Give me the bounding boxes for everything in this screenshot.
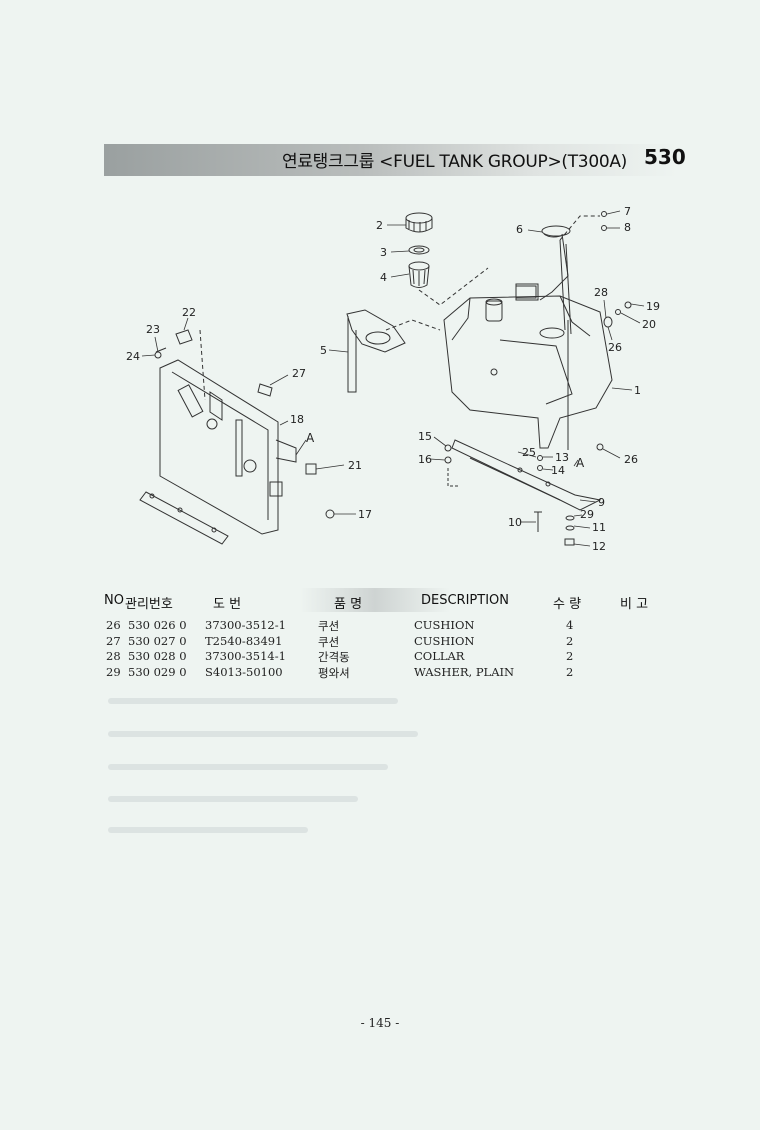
- cell-no: 27: [106, 633, 121, 648]
- cell-qty: 2: [566, 633, 574, 648]
- callout-28: 28: [594, 286, 608, 299]
- callout-24: 24: [126, 350, 140, 363]
- cell-qty: 2: [566, 649, 574, 663]
- tank-bracket-part: [451, 439, 602, 511]
- callout-25: 25: [522, 446, 536, 459]
- callout-8: 8: [624, 221, 631, 234]
- callout-20: 20: [642, 318, 656, 331]
- cell-korean-name: 간격동: [318, 650, 350, 664]
- exploded-parts-diagram: 2 3 4 5 6 7 8 1 9 10 11 12 13 14 15 16 1…: [126, 205, 660, 553]
- mounting-frame-part: [159, 359, 297, 535]
- cell-mgmt: 530 026 0: [128, 618, 187, 632]
- cell-part-number: 37300-3512-1: [205, 618, 286, 632]
- clamp-part: [305, 463, 317, 475]
- callout-12: 12: [592, 540, 606, 553]
- col-description-header: DESCRIPTION: [421, 593, 509, 608]
- callout-19: 19: [646, 300, 660, 313]
- callout-26b: 26: [608, 341, 622, 354]
- callout-17: 17: [358, 508, 372, 521]
- faded-print-line: [108, 731, 418, 737]
- cell-description: CUSHION: [414, 618, 475, 632]
- fuel-cap-part: [405, 212, 433, 233]
- cell-mgmt: 530 028 0: [128, 649, 187, 663]
- callout-4: 4: [380, 271, 387, 284]
- callout-2: 2: [376, 219, 383, 232]
- callout-29: 29: [580, 508, 594, 521]
- cell-qty: 4: [566, 618, 574, 632]
- callout-6: 6: [516, 223, 523, 236]
- gasket-part: [408, 245, 430, 255]
- col-no-header: NO: [104, 593, 124, 608]
- col-name-header: 품 명: [334, 597, 363, 612]
- cell-korean-name: 쿠션: [318, 634, 340, 649]
- cell-part-number: 37300-3514-1: [205, 649, 286, 663]
- header-shade: [300, 588, 450, 612]
- filler-neck-part: [346, 309, 406, 393]
- page-number: - 145 -: [360, 1016, 400, 1030]
- callout-5: 5: [320, 344, 327, 357]
- col-mgmt-header: 관리번호: [125, 597, 173, 612]
- cell-mgmt: 530 029 0: [128, 664, 187, 679]
- fuel-tank-part: [443, 283, 613, 450]
- callout-22: 22: [182, 306, 196, 319]
- faded-print-line: [108, 796, 358, 802]
- cell-no: 26: [106, 618, 121, 632]
- cell-description: CUSHION: [414, 633, 475, 648]
- cell-mgmt: 530 027 0: [128, 633, 187, 648]
- section-mark-a: A: [576, 456, 585, 470]
- faded-print-line: [108, 764, 388, 770]
- cell-no: 28: [106, 649, 121, 663]
- col-remark-header: 비 고: [620, 597, 649, 612]
- callout-15: 15: [418, 430, 432, 443]
- section-mark-a: A: [306, 431, 315, 445]
- col-drawing-header: 도 번: [213, 597, 242, 612]
- faded-print-line: [108, 827, 308, 833]
- strainer-part: [408, 261, 430, 288]
- group-code: 530: [644, 145, 686, 169]
- cell-description: COLLAR: [414, 649, 465, 663]
- cell-qty: 2: [566, 664, 574, 679]
- callout-23: 23: [146, 323, 160, 336]
- callout-16: 16: [418, 453, 432, 466]
- cell-description: WASHER, PLAIN: [414, 664, 515, 679]
- cell-part-number: T2540-83491: [205, 633, 283, 648]
- page-title: 연료탱크그룹 <FUEL TANK GROUP>(T300A): [282, 152, 628, 172]
- callout-9: 9: [598, 496, 605, 509]
- callout-27: 27: [292, 367, 306, 380]
- col-qty-header: 수 량: [553, 597, 582, 612]
- cell-korean-name: 평와셔: [318, 665, 350, 680]
- callout-11: 11: [592, 521, 606, 534]
- title-banner: [104, 144, 678, 176]
- cell-part-number: S4013-50100: [205, 664, 283, 679]
- callout-14: 14: [551, 464, 565, 477]
- callout-7: 7: [624, 205, 631, 218]
- fuel-sender-part: [515, 225, 572, 335]
- callout-3: 3: [380, 246, 387, 259]
- callout-13: 13: [555, 451, 569, 464]
- callout-18: 18: [290, 413, 304, 426]
- callout-1: 1: [634, 384, 641, 397]
- callout-26a: 26: [624, 453, 638, 466]
- faded-print-line: [108, 698, 398, 704]
- cell-no: 29: [106, 664, 121, 679]
- cell-korean-name: 쿠션: [318, 619, 340, 633]
- callout-21: 21: [348, 459, 362, 472]
- callout-10: 10: [508, 516, 522, 529]
